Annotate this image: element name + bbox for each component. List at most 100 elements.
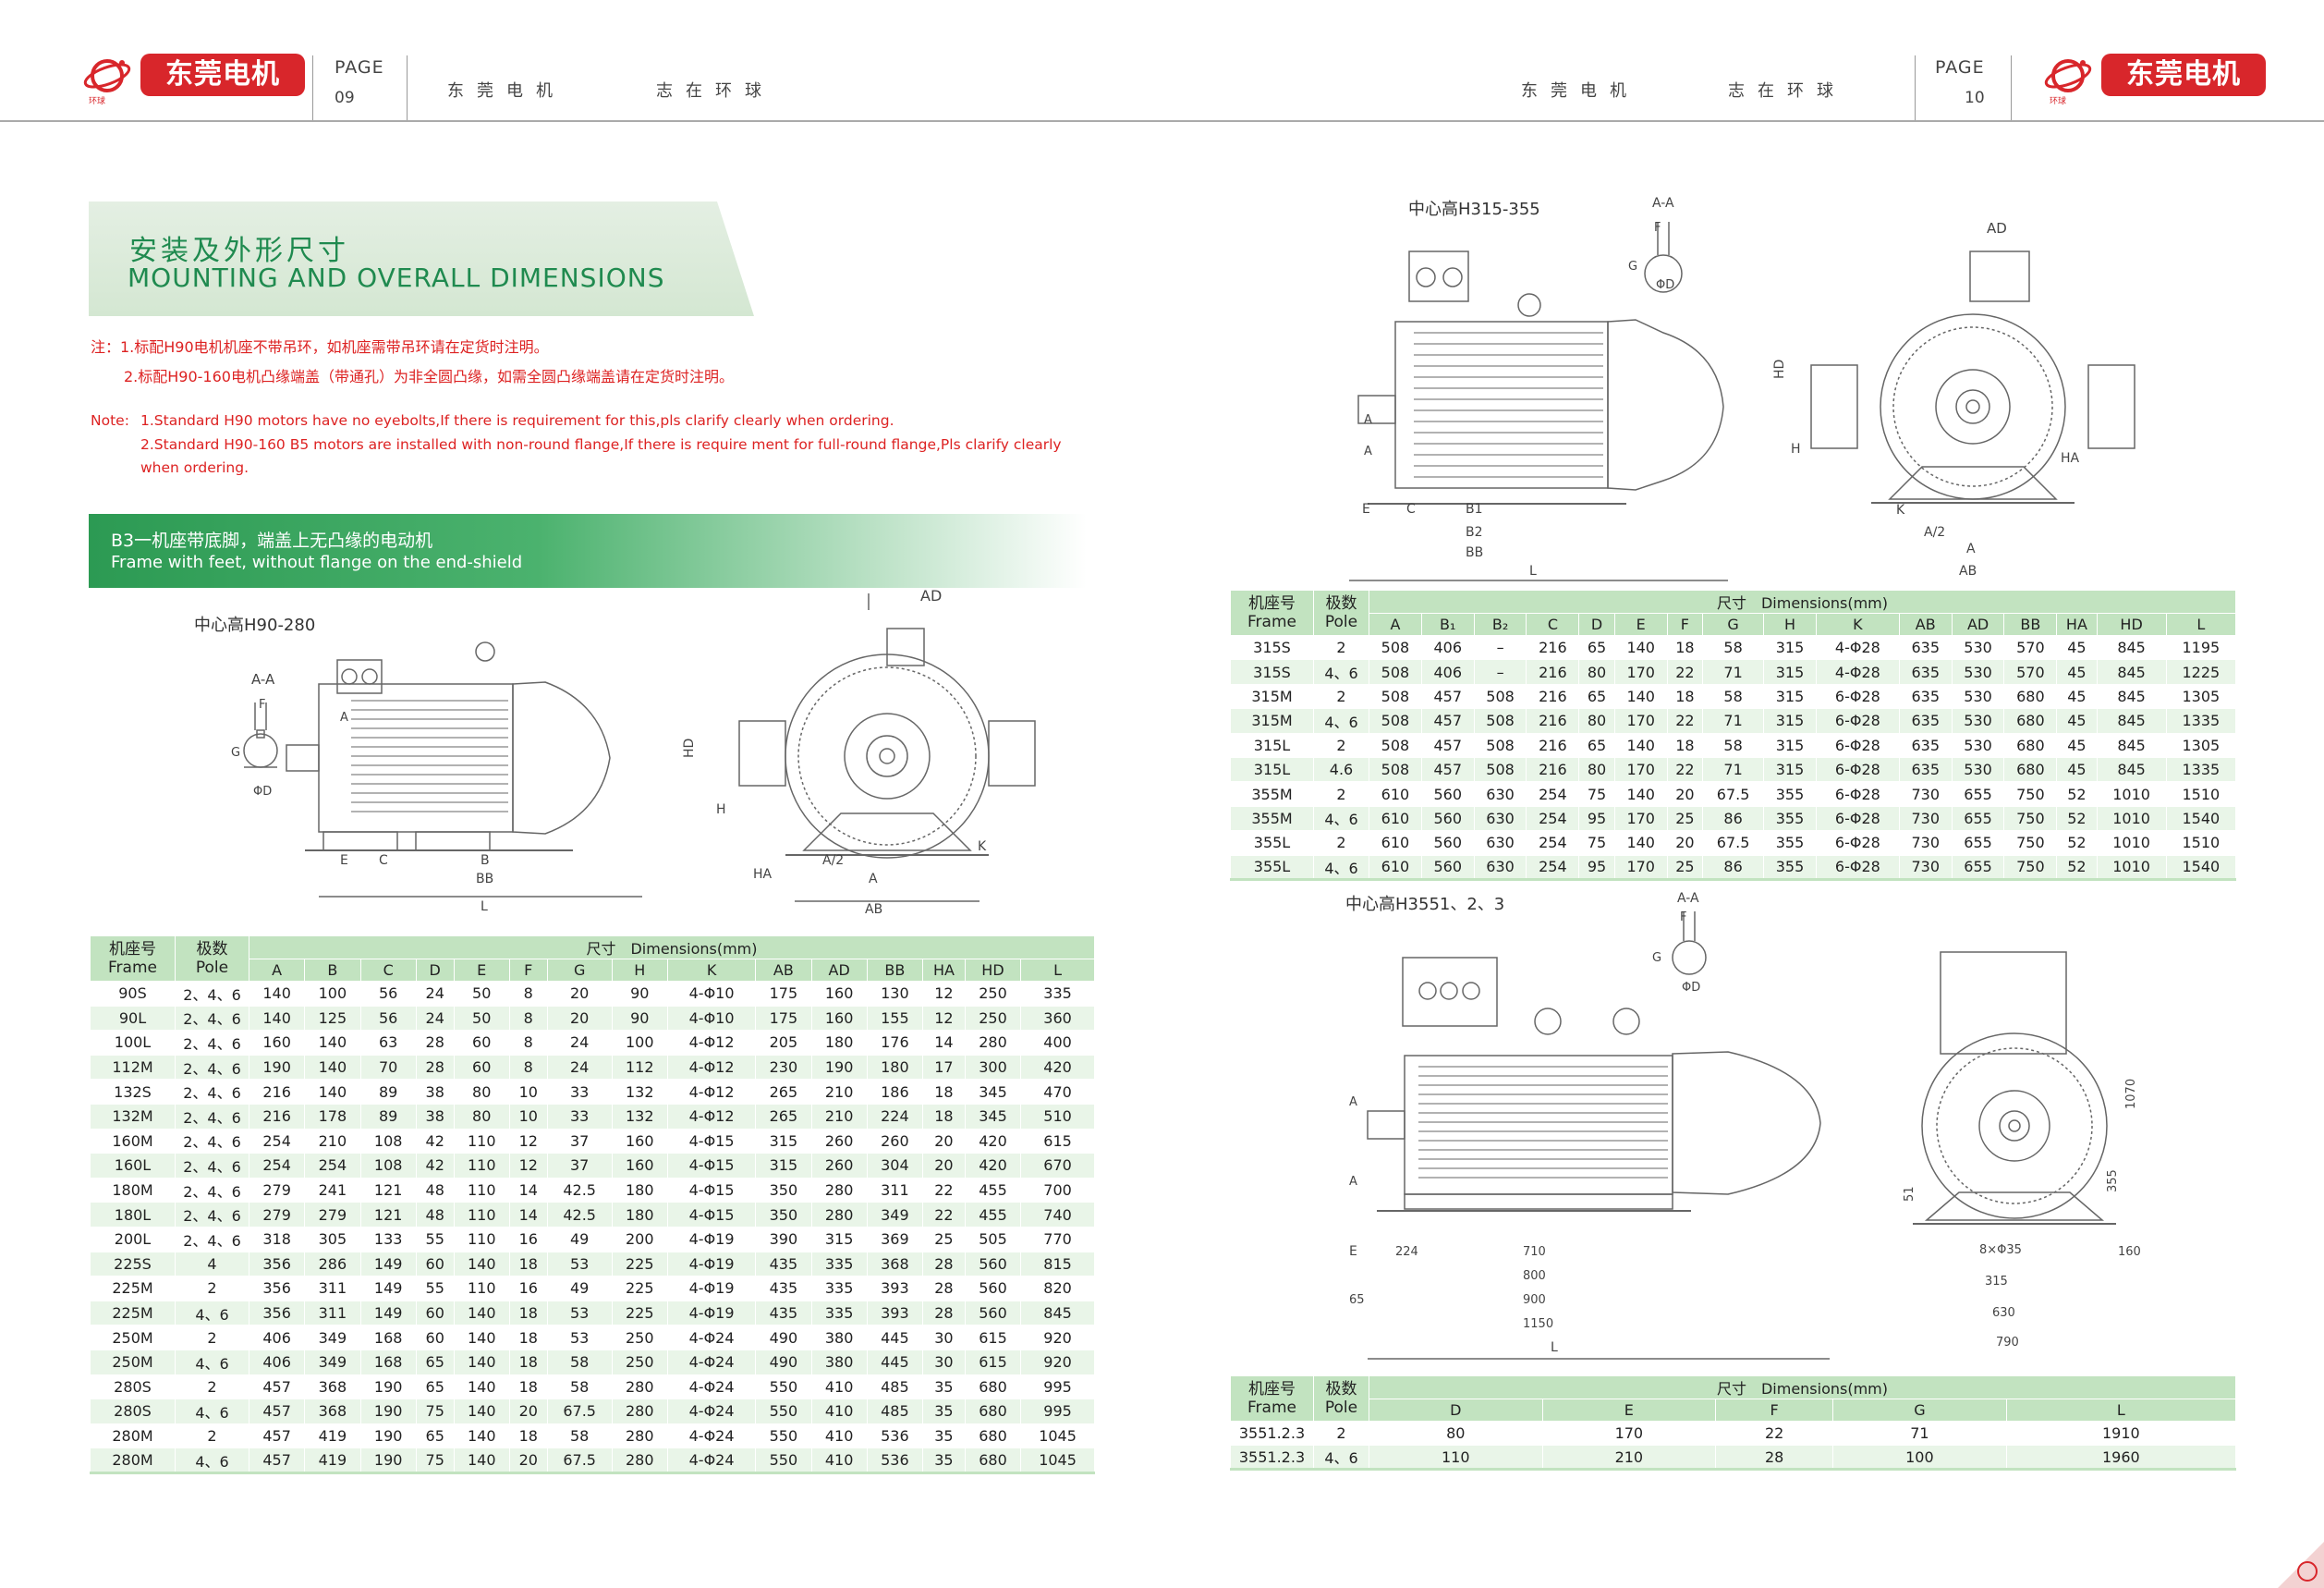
svg-text:H: H — [1791, 442, 1801, 457]
table-cell: 635 — [1898, 659, 1953, 685]
table-cell: 160M — [90, 1128, 176, 1154]
table-cell: 315 — [755, 1153, 812, 1179]
table-cell: 80 — [453, 1103, 510, 1130]
table-cell: 630 — [1473, 805, 1527, 832]
table-cell: 75 — [1578, 781, 1615, 807]
svg-text:K: K — [1896, 503, 1905, 518]
table-cell: 4、6 — [175, 1448, 249, 1473]
col-header: C — [1526, 613, 1580, 636]
table-cell: 420 — [1020, 1054, 1095, 1081]
table-cell: 149 — [359, 1276, 417, 1301]
table-cell: 315L — [1230, 732, 1314, 758]
table-cell: 280 — [810, 1177, 868, 1203]
table-cell: 457 — [248, 1399, 306, 1424]
table-cell: 393 — [866, 1276, 924, 1301]
svg-text:A: A — [1364, 413, 1372, 427]
svg-text:G: G — [1652, 951, 1661, 965]
table-cell: 71 — [1832, 1421, 2007, 1446]
svg-text:1150: 1150 — [1523, 1317, 1553, 1331]
table-cell: 508 — [1473, 683, 1527, 710]
table-cell: 65 — [415, 1423, 455, 1449]
table-cell: 6-Φ28 — [1815, 683, 1900, 710]
col-header: BB — [866, 959, 924, 982]
table-cell: 4-Φ19 — [666, 1300, 757, 1326]
svg-text:A/2: A/2 — [822, 853, 844, 868]
svg-text:L: L — [1529, 564, 1537, 579]
table-cell: 390 — [755, 1226, 812, 1252]
table-cell: 140 — [453, 1300, 510, 1326]
table-cell: 35 — [922, 1448, 966, 1473]
dimensions-header: 尺寸 Dimensions(mm) — [1369, 1375, 2236, 1399]
table-cell: 315 — [1763, 634, 1817, 661]
table-cell: 3551.2.3 — [1230, 1445, 1314, 1470]
table-cell: 315 — [1763, 683, 1817, 710]
table-cell: 356 — [248, 1251, 306, 1277]
table-cell: 80 — [1578, 708, 1615, 734]
table-cell: 315M — [1230, 708, 1314, 734]
table-cell: 110 — [453, 1202, 510, 1228]
table-cell: 55 — [415, 1276, 455, 1301]
col-header: F — [1715, 1399, 1834, 1422]
table-cell: 75 — [415, 1399, 455, 1424]
table-cell: 335 — [810, 1276, 868, 1301]
table-cell: 210 — [304, 1128, 361, 1154]
svg-text:A: A — [1966, 542, 1976, 556]
table-cell: 35 — [922, 1399, 966, 1424]
table-cell: 635 — [1898, 634, 1953, 661]
table-cell: 920 — [1020, 1349, 1095, 1375]
page-number-right: 10 — [1965, 89, 1985, 107]
table-cell: 22 — [1666, 708, 1704, 734]
table-cell: 140 — [1613, 781, 1668, 807]
table-cell: 110 — [453, 1177, 510, 1203]
table-cell: 6-Φ28 — [1815, 756, 1900, 783]
table-cell: 1510 — [2165, 830, 2237, 856]
table-cell: 615 — [1020, 1128, 1095, 1154]
table-cell: 225 — [611, 1251, 668, 1277]
table-cell: 132S — [90, 1079, 176, 1105]
table-cell: 20 — [508, 1399, 548, 1424]
table-cell: 37 — [546, 1153, 613, 1179]
table-cell: 55 — [415, 1226, 455, 1252]
table-cell: 8 — [508, 1030, 548, 1056]
section-title-en: MOUNTING AND OVERALL DIMENSIONS — [128, 263, 665, 293]
table-cell: 241 — [304, 1177, 361, 1203]
table-cell: 205 — [755, 1030, 812, 1056]
table-cell: 490 — [755, 1325, 812, 1350]
table-cell: 18 — [508, 1251, 548, 1277]
table-cell: 49 — [546, 1226, 613, 1252]
table-cell: 2、4、6 — [175, 1079, 249, 1105]
svg-text:BB: BB — [1466, 545, 1483, 560]
table-cell: 14 — [508, 1177, 548, 1203]
table-cell: 60 — [453, 1054, 510, 1081]
table-cell: 355M — [1230, 781, 1314, 807]
table-cell: 419 — [304, 1448, 361, 1473]
table-cell: 42.5 — [546, 1177, 613, 1203]
table-cell: 216 — [1526, 683, 1580, 710]
table-cell: 655 — [1951, 805, 2005, 832]
table-cell: 280M — [90, 1448, 176, 1473]
table-cell: 680 — [2003, 708, 2058, 734]
table-cell: 200 — [611, 1226, 668, 1252]
table-cell: 108 — [359, 1153, 417, 1179]
svg-text:51: 51 — [1903, 1186, 1916, 1202]
table-cell: 149 — [359, 1300, 417, 1326]
table-cell: 1010 — [2096, 781, 2167, 807]
table-cell: 60 — [415, 1325, 455, 1350]
table-cell: 160 — [611, 1153, 668, 1179]
table-cell: 42 — [415, 1153, 455, 1179]
table-cell: 1195 — [2165, 634, 2237, 661]
table-cell: 18 — [508, 1325, 548, 1350]
table-cell: 12 — [922, 1005, 966, 1032]
table-cell: 52 — [2056, 805, 2098, 832]
table-cell: 490 — [755, 1349, 812, 1375]
table-cell: 216 — [1526, 659, 1580, 685]
table-cell: 355 — [1763, 781, 1817, 807]
table-cell: 52 — [2056, 781, 2098, 807]
table-cell: 680 — [964, 1448, 1022, 1473]
table-cell: 125 — [304, 1005, 361, 1032]
table-cell: 635 — [1898, 756, 1953, 783]
svg-text:224: 224 — [1395, 1245, 1418, 1259]
table-cell: 4-Φ12 — [666, 1054, 757, 1081]
